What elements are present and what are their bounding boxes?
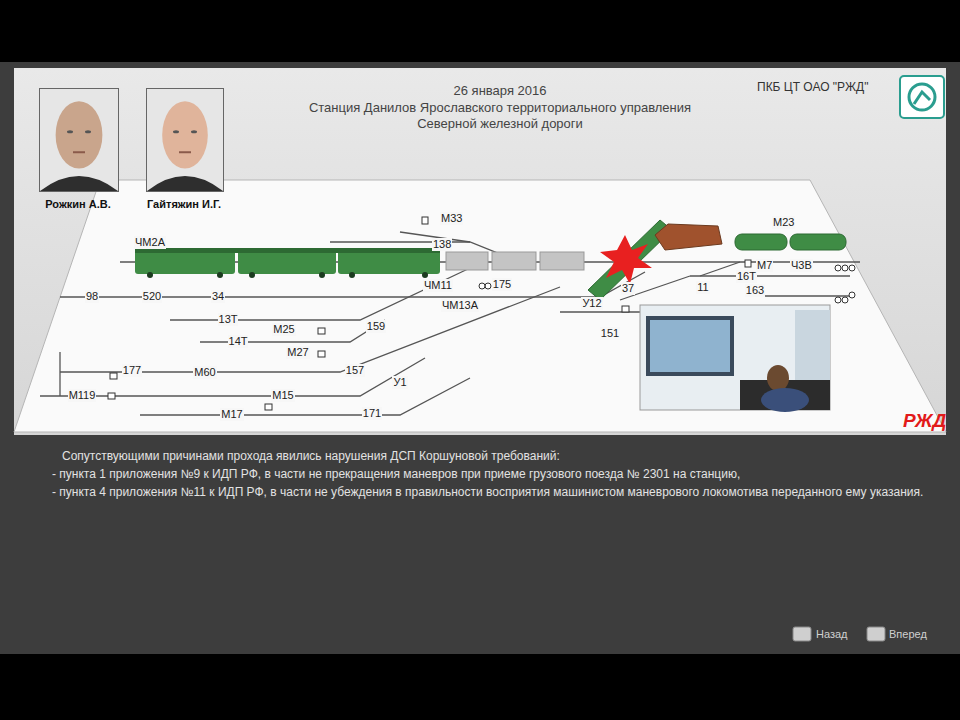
track-label: 177 bbox=[122, 364, 142, 377]
track-label: 34 bbox=[211, 290, 225, 303]
nav-button-label: Вперед bbox=[889, 628, 927, 641]
track-label: ЧМ13А bbox=[441, 299, 479, 312]
track-label: У1 bbox=[392, 376, 407, 389]
face-picture bbox=[147, 89, 223, 191]
track-label: М7 bbox=[756, 259, 773, 272]
track-label: 159 bbox=[366, 320, 386, 333]
rzd-logo: РЖД bbox=[903, 410, 946, 432]
person-name: Гайтяжин И.Г. bbox=[146, 198, 222, 210]
track-label: ЧМ11 bbox=[423, 279, 453, 292]
track-label: М25 bbox=[272, 323, 295, 336]
track-label: 14Т bbox=[228, 335, 249, 348]
photo-frame bbox=[39, 88, 119, 192]
track-label: 157 bbox=[345, 364, 365, 377]
track-label: У12 bbox=[581, 297, 602, 310]
station-heading: Станция Данилов Ярославского территориал… bbox=[309, 101, 691, 116]
track-label: Ч3В bbox=[790, 259, 813, 272]
note-text: Сопутствующими причинами прохода явились… bbox=[52, 448, 947, 465]
track-label: 98 bbox=[85, 290, 99, 303]
track-label: 16Т bbox=[736, 270, 757, 283]
track-label: М23 bbox=[772, 216, 795, 229]
station-heading: Северной железной дороги bbox=[417, 117, 583, 132]
nav-button-label: Назад bbox=[816, 628, 848, 641]
track-label: 175 bbox=[492, 278, 512, 291]
track-label: М17 bbox=[220, 408, 243, 421]
publisher-label: ПКБ ЦТ ОАО "РЖД" bbox=[757, 81, 868, 95]
note-text: - пункта 1 приложения №9 к ИДП РФ, в час… bbox=[52, 466, 947, 483]
person-name: Рожкин А.В. bbox=[39, 198, 117, 210]
notes-block: Сопутствующими причинами прохода явились… bbox=[52, 448, 947, 502]
track-label: 37 bbox=[621, 282, 635, 295]
track-label: М27 bbox=[286, 346, 309, 359]
slide-date: 26 января 2016 bbox=[454, 84, 547, 99]
track-label: М119 bbox=[68, 389, 97, 402]
track-label: 138 bbox=[432, 238, 452, 251]
track-label: 151 bbox=[600, 327, 620, 340]
track-label: М33 bbox=[440, 212, 463, 225]
track-label: 520 bbox=[142, 290, 162, 303]
track-label: М60 bbox=[193, 366, 216, 379]
photo-frame bbox=[146, 88, 224, 192]
track-label: 163 bbox=[745, 284, 765, 297]
person-photo: Рожкин А.В. bbox=[39, 88, 117, 210]
track-label: 171 bbox=[362, 407, 382, 420]
track-label: 13Т bbox=[218, 313, 239, 326]
track-label: 11 bbox=[696, 281, 709, 294]
note-text: - пункта 4 приложения №11 к ИДП РФ, в ча… bbox=[52, 484, 947, 501]
track-label: М15 bbox=[271, 389, 294, 402]
track-label: ЧМ2А bbox=[134, 236, 166, 249]
face-picture bbox=[40, 89, 118, 191]
person-photo: Гайтяжин И.Г. bbox=[146, 88, 222, 210]
